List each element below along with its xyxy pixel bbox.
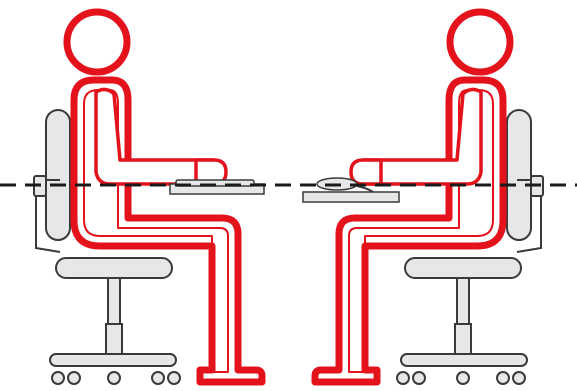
left-chair-column-top <box>108 278 120 324</box>
left-chair-caster <box>152 372 164 384</box>
right-person-head <box>450 12 510 72</box>
right-person-hand <box>351 160 381 184</box>
right-seated-person <box>303 12 543 384</box>
left-chair-seat <box>56 258 172 278</box>
left-chair-caster <box>168 372 180 384</box>
left-chair-caster <box>52 372 64 384</box>
left-chair-backrest <box>46 110 70 240</box>
right-chair-column <box>455 324 471 356</box>
right-chair-caster <box>413 372 425 384</box>
left-chair-caster <box>68 372 80 384</box>
right-desk-surface <box>303 192 399 202</box>
right-chair-column-top <box>457 278 469 324</box>
right-chair-seat <box>405 258 521 278</box>
right-chair-caster <box>513 372 525 384</box>
right-chair-base <box>401 354 527 366</box>
right-chair-backrest <box>507 110 531 240</box>
left-chair-base <box>50 354 176 366</box>
right-chair-caster <box>497 372 509 384</box>
left-chair-caster <box>108 372 120 384</box>
mouse-cable <box>357 186 373 192</box>
right-chair-caster <box>457 372 469 384</box>
left-seated-person <box>34 12 264 384</box>
right-chair-caster <box>397 372 409 384</box>
left-person-head <box>67 12 127 72</box>
left-chair-column <box>106 324 122 356</box>
left-desk <box>170 180 264 194</box>
